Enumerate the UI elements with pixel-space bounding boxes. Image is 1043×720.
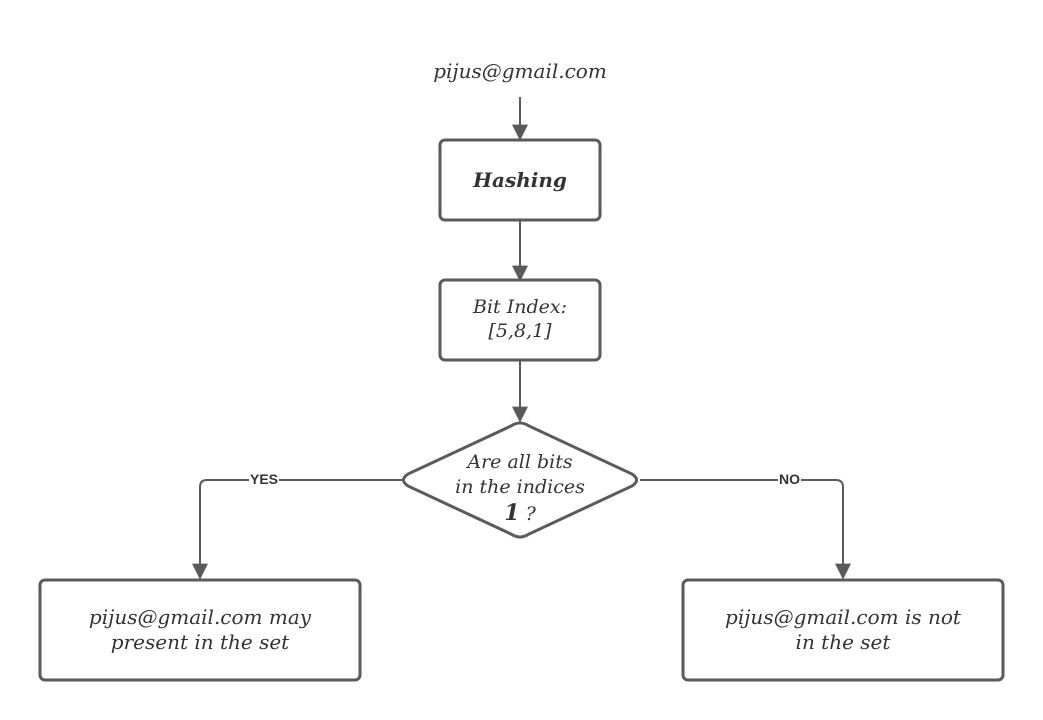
decision-line-1: Are all bits [467, 451, 573, 474]
arrow-decision-yes [192, 479, 402, 580]
bit-index-title: Bit Index: [473, 296, 567, 319]
start-text: pijus@gmail.com [433, 58, 607, 83]
result-yes-line-1: pijus@gmail.com may [88, 605, 312, 629]
result-no-line-2: in the set [795, 630, 891, 654]
start-label: pijus@gmail.com [400, 56, 640, 86]
result-no-box [681, 578, 1005, 682]
result-no-line-1: pijus@gmail.com is not [725, 605, 961, 629]
bit-index-box [438, 278, 602, 362]
decision-diamond [402, 421, 638, 539]
hashing-text: Hashing [473, 167, 567, 192]
bit-index-values: [5,8,1] [488, 320, 552, 342]
hashing-label: Hashing [440, 140, 600, 220]
result-no-label: pijus@gmail.com is not in the set [683, 580, 1003, 680]
decision-line-2: in the indices [455, 475, 585, 498]
result-yes-line-2: present in the set [110, 630, 290, 654]
result-yes-box [38, 578, 362, 682]
no-edge-label: NO [778, 471, 801, 487]
hashing-box [438, 138, 602, 222]
decision-value: 1 [504, 500, 520, 527]
arrow-decision-no [640, 479, 851, 580]
bit-index-label: Bit Index: [5,8,1] [440, 280, 600, 360]
result-yes-label: pijus@gmail.com may present in the set [40, 580, 360, 680]
yes-edge-label: YES [249, 471, 280, 487]
decision-label: Are all bits in the indices 1 ? [430, 446, 610, 532]
decision-line-3: 1 ? [504, 499, 536, 528]
decision-suffix: ? [519, 503, 536, 526]
